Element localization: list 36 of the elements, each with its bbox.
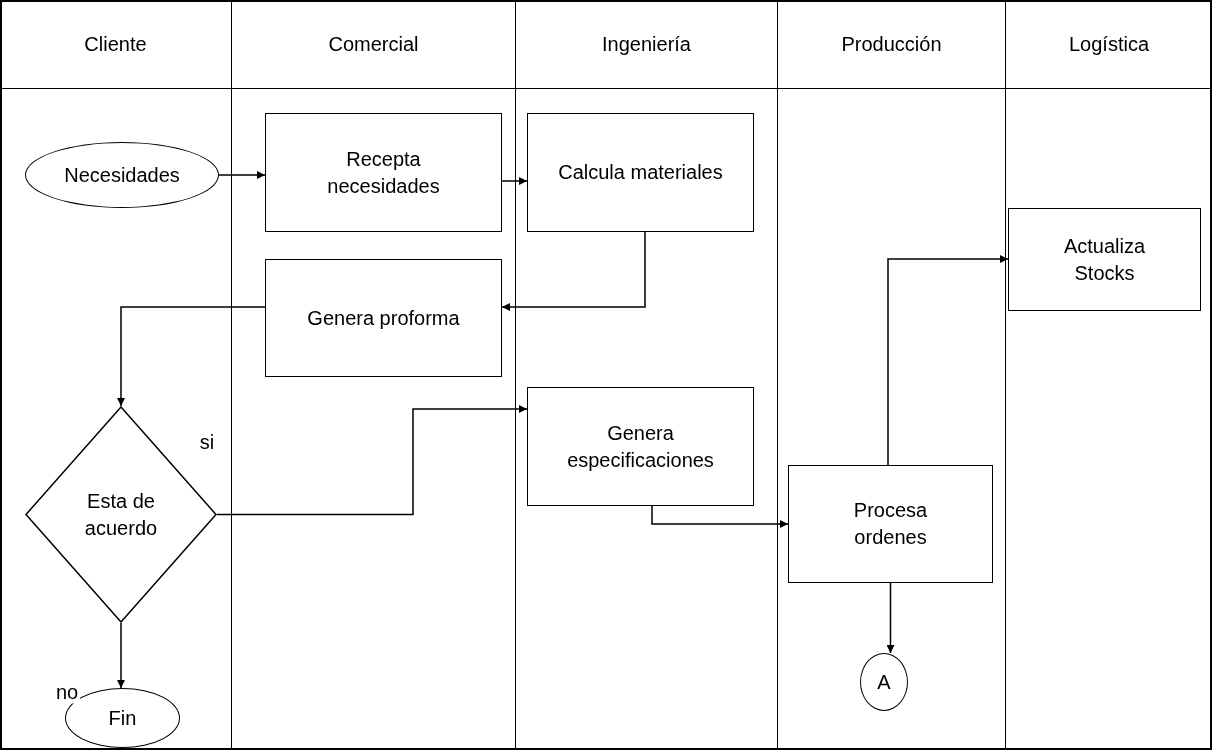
process-box: [527, 387, 754, 506]
arrow: [216, 405, 528, 516]
arrow: [501, 177, 528, 185]
swimlane: [516, 0, 778, 750]
connector-circle: [860, 653, 908, 711]
process-box: [527, 113, 754, 232]
swimlane: [0, 0, 232, 750]
process-box: [265, 113, 502, 232]
process-box: [265, 259, 502, 377]
decision-diamond: [25, 406, 217, 623]
node-text: Necesidades: [64, 162, 180, 188]
lane-title: Producción: [841, 31, 942, 57]
arrow: [117, 622, 125, 689]
node-text: Actualiza Stocks: [1062, 233, 1147, 286]
swimlane: [232, 0, 516, 750]
node-text: Procesa ordenes: [852, 498, 929, 550]
swimlane: [778, 0, 1006, 750]
lane-title: Comercial: [328, 31, 419, 57]
lane-title: Cliente: [84, 31, 147, 57]
node-text: Genera especificaciones: [566, 420, 715, 473]
node-text: A: [877, 669, 891, 695]
node-text: Esta de acuerdo: [83, 488, 159, 541]
process-box: [788, 465, 993, 583]
arrow: [886, 582, 895, 654]
arrow: [501, 231, 646, 311]
process-box: [1008, 208, 1201, 311]
arrow: [117, 306, 266, 407]
lane-title: Ingeniería: [602, 31, 691, 57]
node-text: Calcula materiales: [558, 160, 723, 185]
node-text: Genera proforma: [307, 305, 460, 331]
arrow: [651, 505, 789, 528]
node-text: Recepta necesidades: [326, 146, 441, 199]
arrow: [887, 255, 1009, 466]
node-text: Fin: [108, 705, 137, 731]
arrow: [218, 171, 266, 179]
lane-title: Logística: [1068, 31, 1150, 57]
